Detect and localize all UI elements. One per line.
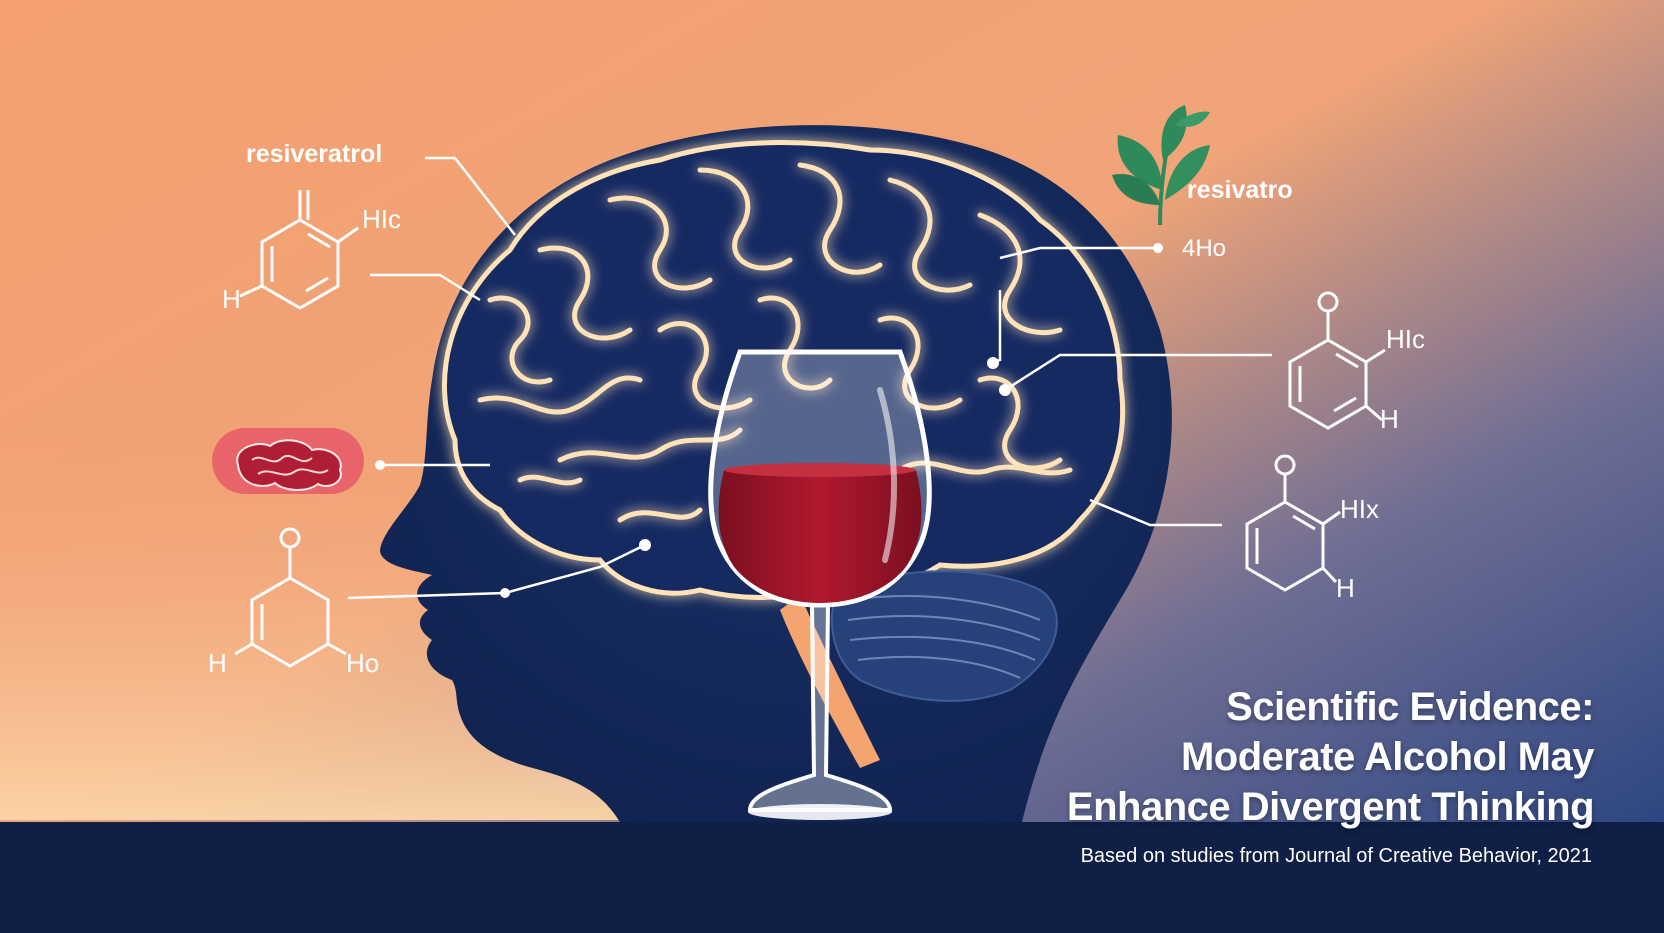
wine-liquid [718, 470, 922, 603]
atom-bottom-left-right: Ho [346, 648, 379, 678]
leader-lines [347, 156, 1272, 600]
atom-right-bottom-bottom: H [1336, 573, 1355, 603]
wine-glass-base [748, 804, 892, 820]
brain-stem [780, 595, 880, 768]
molecule-right-bottom [1245, 454, 1341, 592]
wine-highlight [877, 387, 898, 563]
plant-leaf-icon [1112, 105, 1210, 226]
source-caption: Based on studies from Journal of Creativ… [1080, 845, 1592, 867]
headline: Scientific Evidence: Moderate Alcohol Ma… [914, 682, 1595, 832]
label-resivatro: resivatro [1187, 176, 1293, 204]
wine-glass-stem [747, 603, 893, 812]
headline-line-2: Moderate Alcohol May [1180, 735, 1595, 779]
atom-right-top-bottom: H [1380, 404, 1399, 434]
headline-line-3: Enhance Divergent Thinking [1066, 785, 1595, 829]
molecule-bottom-left [234, 527, 347, 668]
molecule-right-top [1288, 291, 1386, 430]
brain-folds [477, 162, 1073, 523]
label-4ho: 4Ho [1182, 235, 1226, 262]
brain-tissue-icon [212, 428, 364, 494]
brain [442, 140, 1126, 768]
molecule-top-left [239, 190, 359, 310]
wine-glass-icon [708, 349, 932, 820]
atom-top-left-right: HIc [362, 204, 401, 234]
wine-surface [724, 463, 916, 477]
label-resiveratrol: resiveratrol [246, 140, 382, 168]
atom-right-bottom-right: HIx [1340, 494, 1379, 524]
leader-dots [375, 243, 1163, 598]
cerebellum [830, 570, 1058, 702]
cerebellum-stripes [847, 595, 1041, 679]
atom-top-left-left: H [222, 284, 241, 314]
atom-bottom-left-left: H [208, 648, 227, 678]
headline-line-1: Scientific Evidence: [1226, 685, 1594, 729]
bottom-band [0, 822, 1664, 928]
atom-right-top-right: HIc [1386, 324, 1425, 354]
